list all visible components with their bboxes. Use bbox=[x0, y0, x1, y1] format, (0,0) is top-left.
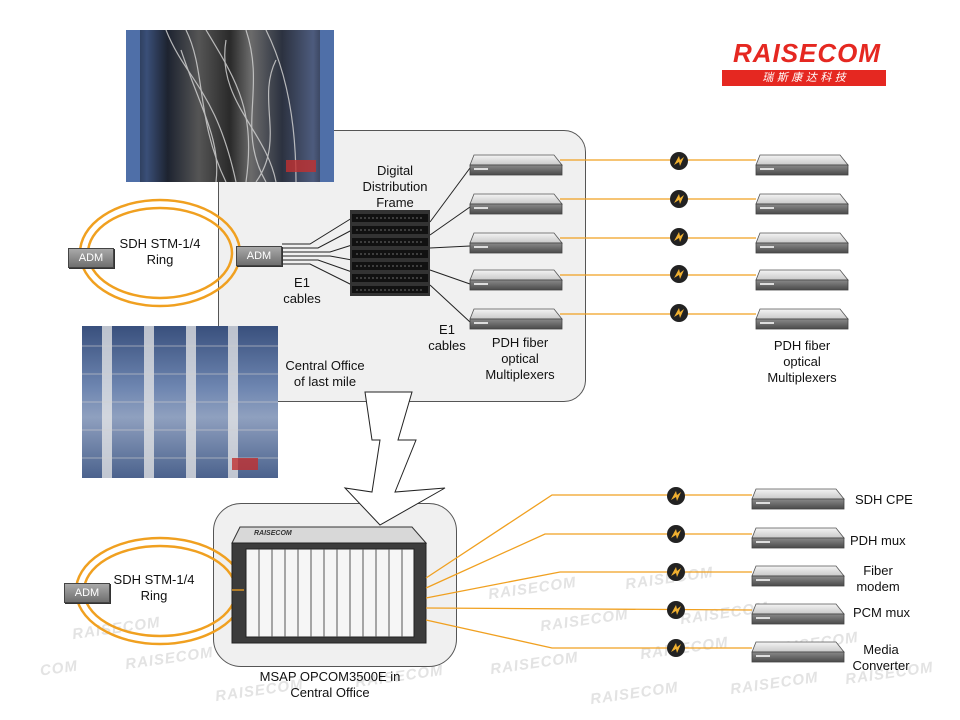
pdh-mux-remote bbox=[755, 154, 849, 330]
pdh-mux-local bbox=[469, 154, 563, 330]
rack-photo-frame bbox=[82, 326, 278, 478]
e1-cables-left bbox=[282, 217, 353, 286]
fiber-links-top bbox=[560, 159, 756, 315]
msap-label: MSAP OPCOM3500E in Central Office bbox=[259, 669, 401, 700]
msap-chassis bbox=[231, 526, 428, 644]
migration-arrow bbox=[343, 391, 446, 526]
device-label-pcm-mux: PCM mux bbox=[853, 605, 911, 620]
fiber-links-bottom bbox=[425, 494, 753, 649]
logo-wordmark: RAISECOM bbox=[732, 38, 882, 68]
e1-cables-label-left: E1 cables bbox=[283, 275, 321, 306]
adm-top-left: ADM bbox=[68, 248, 114, 268]
device-label-sdh-cpe: SDH CPE bbox=[855, 492, 913, 507]
chassis-brand: RAISECOM bbox=[254, 530, 292, 537]
central-office-label: Central Office of last mile bbox=[285, 358, 365, 389]
pdh-remote-label: PDH fiber optical Multiplexers bbox=[767, 338, 837, 385]
device-label-media-converter: Media Converter bbox=[852, 642, 910, 673]
cable-bundle-illustration bbox=[126, 30, 334, 182]
fiber-connector-icons-bottom bbox=[667, 487, 685, 657]
top-ring-label: SDH STM-1/4 Ring bbox=[119, 236, 201, 267]
ddf-frame bbox=[350, 210, 430, 296]
e1-cables-right bbox=[429, 167, 471, 323]
adm-bottom: ADM bbox=[64, 583, 110, 603]
adm-top-right: ADM bbox=[236, 246, 282, 266]
device-label-pdh-mux: PDH mux bbox=[850, 533, 906, 548]
logo-subtext: 瑞 斯 康 达 科 技 bbox=[722, 70, 886, 86]
ddf-label: Digital Distribution Frame bbox=[362, 163, 428, 210]
e1-cables-label-right: E1 cables bbox=[428, 322, 466, 353]
fiber-connector-icons-top bbox=[670, 152, 688, 322]
bottom-ring-label: SDH STM-1/4 Ring bbox=[113, 572, 195, 603]
device-label-fiber-modem: Fiber modem bbox=[856, 563, 900, 594]
distribution-frame-illustration bbox=[82, 326, 278, 478]
rack-photo-cabling bbox=[126, 30, 334, 182]
pdh-local-label: PDH fiber optical Multiplexers bbox=[485, 335, 555, 382]
access-devices bbox=[751, 488, 845, 663]
raisecom-logo: RAISECOM 瑞 斯 康 达 科 技 bbox=[722, 38, 892, 90]
